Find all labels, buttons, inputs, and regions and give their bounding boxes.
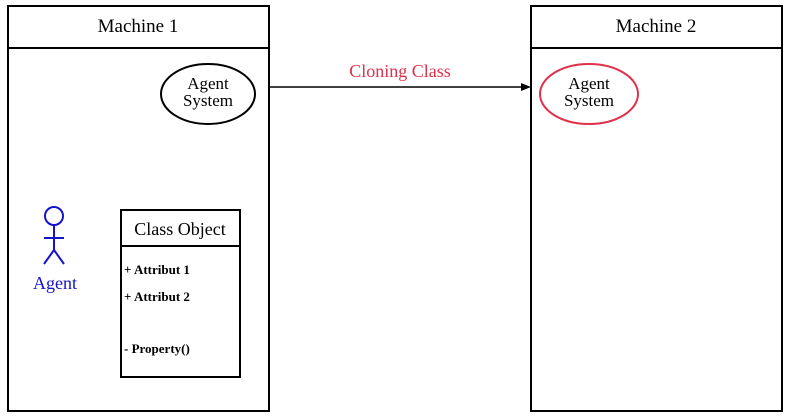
connector-arrowhead-icon (521, 83, 531, 91)
machine-2-title: Machine 2 (616, 16, 697, 37)
agent-system-2: Agent System (539, 63, 639, 125)
machine-1-title: Machine 1 (98, 16, 179, 37)
agent-system-2-ellipse (539, 63, 639, 125)
agent-system-2-line1: Agent (568, 74, 610, 93)
class-method-1: - Property() (124, 341, 190, 356)
agent-system-1-line1: Agent (187, 74, 229, 93)
class-attribute-1: + Attribut 1 (124, 262, 190, 277)
agent-stick-figure-icon (43, 206, 65, 265)
class-object-frame (120, 209, 241, 378)
agent-system-2-line2: System (564, 91, 614, 110)
machine-1-node: Machine 1 Agent System Agent Class Objec… (7, 5, 270, 412)
cloning-class-connector: Cloning Class (269, 61, 531, 91)
agent-system-1-line2: System (183, 91, 233, 110)
machine-2-node: Machine 2 Agent System (530, 5, 783, 412)
agent-label: Agent (33, 273, 77, 293)
agent-actor: Agent (33, 206, 77, 293)
connector-label: Cloning Class (349, 61, 451, 81)
class-attribute-2: + Attribut 2 (124, 289, 190, 304)
agent-system-1-ellipse (160, 63, 256, 125)
class-object-title: Class Object (134, 219, 226, 239)
agent-system-1: Agent System (160, 63, 256, 125)
class-object: Class Object + Attribut 1 + Attribut 2 -… (120, 209, 241, 378)
